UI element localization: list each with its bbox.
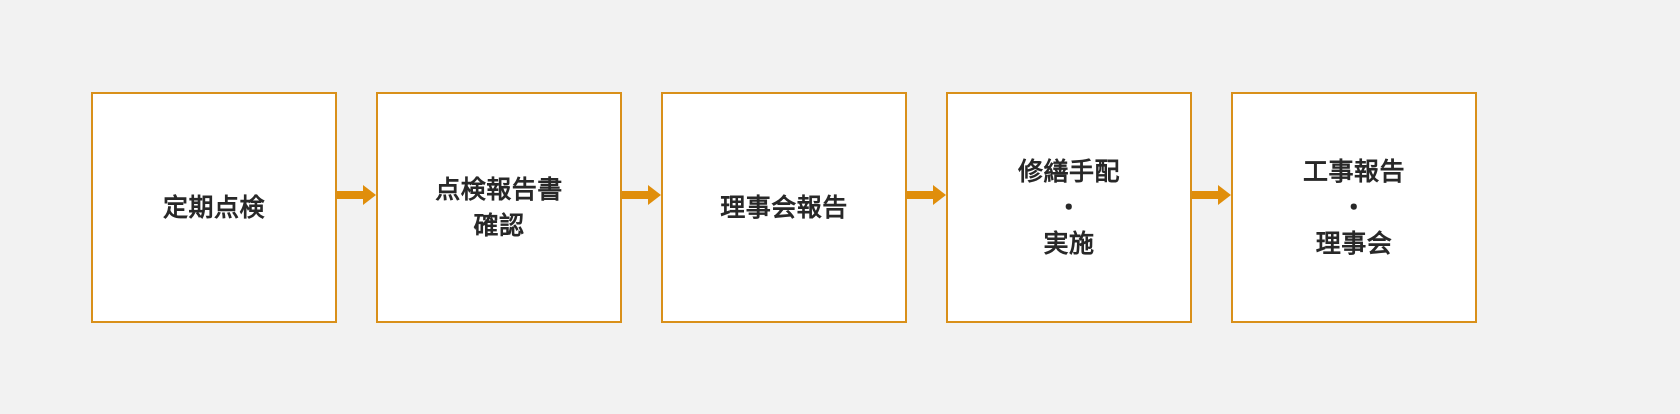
flow-step-label: 修繕手配 ・ 実施 — [1017, 157, 1120, 258]
arrow-right-icon — [648, 185, 661, 205]
flow-step-shuzen-tehai-jisshi[interactable]: 修繕手配 ・ 実施 — [946, 92, 1192, 323]
flow-step-tenken-houkokusho-kakunin[interactable]: 点検報告書 確認 — [376, 92, 622, 323]
flowchart-step-row: 定期点検 点検報告書 確認 理事会報告 修繕手配 ・ 実施 工事 — [91, 92, 1477, 323]
arrow-right-icon — [363, 185, 376, 205]
flow-connector-arrow-3 — [907, 185, 946, 205]
arrow-shaft — [622, 191, 649, 199]
flow-connector-arrow-1 — [337, 185, 376, 205]
flow-step-label: 定期点検 — [162, 193, 265, 222]
flow-step-label: 工事報告 ・ 理事会 — [1302, 157, 1405, 258]
flow-step-kouji-houkoku-rijikai[interactable]: 工事報告 ・ 理事会 — [1231, 92, 1477, 323]
arrow-shaft — [337, 191, 364, 199]
flow-connector-arrow-4 — [1192, 185, 1231, 205]
flow-step-teiki-tenken[interactable]: 定期点検 — [91, 92, 337, 323]
arrow-right-icon — [1218, 185, 1231, 205]
flow-connector-arrow-2 — [622, 185, 661, 205]
arrow-shaft — [1192, 191, 1219, 199]
arrow-shaft — [907, 191, 934, 199]
flow-step-rijikai-houkoku[interactable]: 理事会報告 — [661, 92, 907, 323]
flow-step-label: 点検報告書 確認 — [435, 175, 563, 240]
flow-step-label: 理事会報告 — [720, 193, 848, 222]
arrow-right-icon — [933, 185, 946, 205]
